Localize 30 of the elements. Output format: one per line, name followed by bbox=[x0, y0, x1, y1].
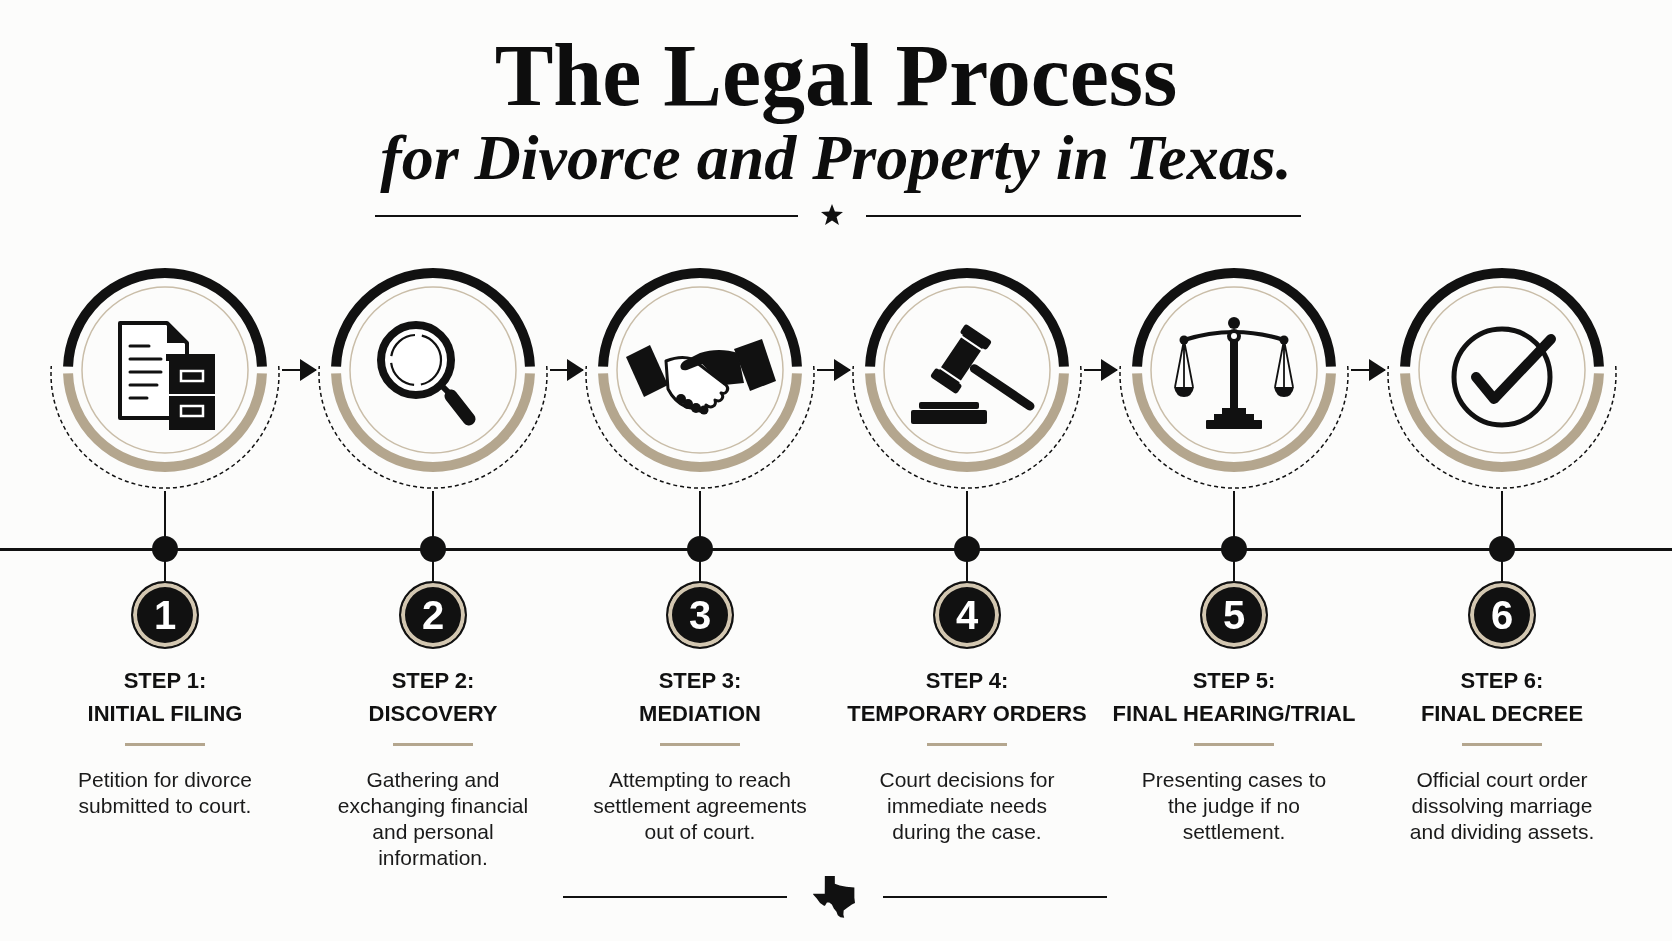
step-title: STEP 1: INITIAL FILING bbox=[87, 667, 243, 728]
arrow bbox=[816, 359, 851, 381]
step-number-badge: 6 bbox=[1468, 581, 1536, 649]
arrow bbox=[281, 359, 317, 381]
step-title: STEP 6: FINAL DECREE bbox=[1420, 667, 1584, 728]
step-circle bbox=[316, 267, 550, 491]
step-description: Gathering and exchanging financial and personal information. bbox=[337, 767, 529, 871]
step-title: STEP 5: FINAL HEARING/TRIAL bbox=[1112, 667, 1356, 728]
step-number-badge: 5 bbox=[1200, 581, 1268, 649]
step-title: STEP 2: DISCOVERY bbox=[368, 667, 498, 728]
step-title: STEP 4: TEMPORARY ORDERS bbox=[847, 667, 1087, 728]
title-heading: The Legal Process for Divorce and Property in Texas. bbox=[380, 30, 1292, 194]
step-description: Petition for divorce submitted to court. bbox=[78, 767, 252, 819]
step-title: STEP 3: MEDIATION bbox=[639, 667, 761, 728]
arrow bbox=[549, 359, 584, 381]
step-description: Attempting to reach settlement agreements out of court. bbox=[593, 767, 807, 845]
arrow bbox=[1350, 359, 1386, 381]
step-circle bbox=[48, 267, 282, 491]
step-circle bbox=[583, 267, 817, 491]
step-circle bbox=[1385, 267, 1619, 491]
step-number-badge: 2 bbox=[399, 581, 467, 649]
step-number-badge: 3 bbox=[666, 581, 734, 649]
step-description: Presenting cases to the judge if no settlement. bbox=[1141, 767, 1327, 845]
step-number-badge: 1 bbox=[131, 581, 199, 649]
arrow bbox=[1083, 359, 1118, 381]
step-number-badge: 4 bbox=[933, 581, 1001, 649]
step-circle bbox=[1117, 267, 1351, 491]
step-description: Court decisions for immediate needs during the case. bbox=[879, 767, 1055, 845]
step-circle bbox=[850, 267, 1084, 491]
step-description: Official court order dissolving marriage and dividing assets. bbox=[1409, 767, 1595, 845]
